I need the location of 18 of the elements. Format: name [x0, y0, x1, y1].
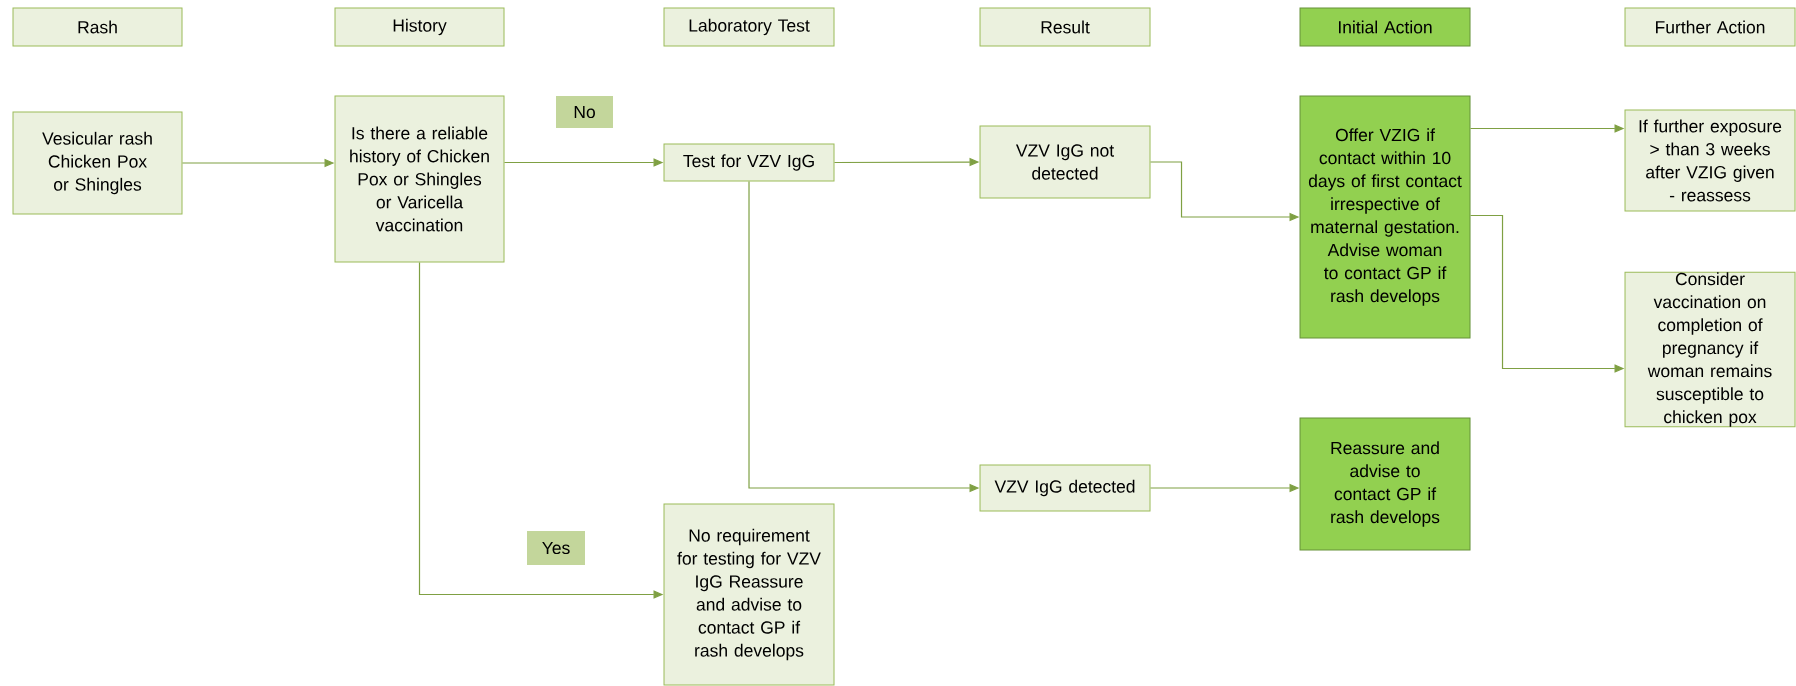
process-box: VZV IgG not detected	[979, 125, 1151, 199]
column-header: Laboratory Test	[663, 7, 835, 47]
process-box: Test for VZV IgG	[663, 143, 835, 182]
process-box: Vesicular rash Chicken Pox or Shingles	[12, 111, 183, 215]
column-header: Result	[979, 7, 1151, 47]
process-box: VZV IgG detected	[979, 464, 1151, 512]
process-box: No requirement for testing for VZV IgG Reassure and advise to contact GP if rash develops	[663, 503, 835, 686]
column-header: History	[334, 7, 505, 47]
column-header: Rash	[12, 7, 183, 47]
answer-box: No	[556, 96, 613, 128]
process-box: Consider vaccination on completion of pregnancy if woman remains susceptible to chicken pox	[1624, 271, 1796, 428]
column-header: Further Action	[1624, 7, 1796, 47]
process-box: Is there a reliable history of Chicken Pox or Shingles or Varicella vaccination	[334, 95, 505, 263]
column-header: Initial Action	[1299, 7, 1471, 47]
action-box: Offer VZIG if contact within 10 days of first contact irrespective of maternal gestation. Advise woman to contact GP if rash develops	[1299, 95, 1471, 339]
action-box: Reassure and advise to contact GP if rash develops	[1299, 417, 1471, 551]
process-box: If further exposure > than 3 weeks after VZIG given - reassess	[1624, 109, 1796, 212]
answer-box: Yes	[527, 531, 585, 565]
